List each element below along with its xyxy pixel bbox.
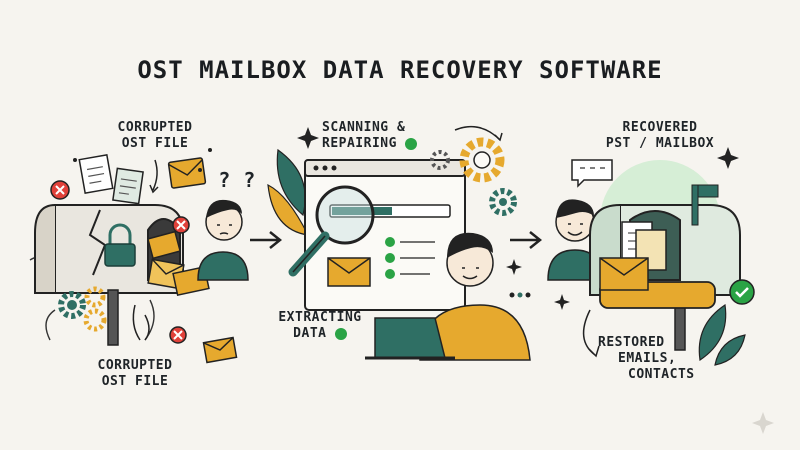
flow-arrow-1: [250, 231, 283, 249]
worker-person: [365, 232, 531, 361]
recovered-scene: [547, 147, 774, 434]
envelope-icon: [599, 257, 649, 291]
chat-bubble-icon: [571, 159, 613, 188]
label-line: REPAIRING: [322, 136, 432, 152]
label-line: EMAILS,: [618, 351, 677, 366]
label-line: RECOVERED: [622, 120, 698, 135]
label-line: EXTRACTING: [278, 310, 362, 325]
label-line: OST FILE: [121, 136, 189, 151]
label-line: DATA: [270, 326, 370, 342]
check-icon: [334, 327, 347, 340]
label-line: CORRUPTED: [97, 358, 173, 373]
check-icon: [729, 279, 755, 305]
label-line: OST FILE: [101, 374, 169, 389]
happy-person: [547, 199, 603, 281]
label-line: RESTORED: [598, 335, 665, 350]
label-line: CORRUPTED: [117, 120, 193, 135]
corrupted-ost-top-label: CORRUPTED OST FILE: [100, 120, 210, 152]
recovered-label: RECOVERED PST / MAILBOX: [590, 120, 730, 152]
corrupted-ost-bottom-label: CORRUPTED OST FILE: [80, 358, 190, 390]
padlock-icon: [104, 223, 136, 267]
label-line: PST / MAILBOX: [605, 136, 715, 151]
extracting-label: EXTRACTING DATA: [270, 310, 370, 342]
label-text: DATA: [293, 326, 327, 341]
question-marks: ? ?: [218, 168, 256, 192]
page-title: OST MAILBOX DATA RECOVERY SOFTWARE: [137, 56, 663, 84]
flow-arrow-2: [510, 231, 543, 249]
corrupted-mailbox-scene: [29, 148, 283, 364]
envelope-icon: [167, 157, 207, 189]
document-icon: [78, 153, 144, 205]
scanning-scene: [267, 125, 543, 361]
label-line: CONTACTS: [628, 367, 695, 382]
check-icon: [405, 137, 418, 150]
gear-icon: [58, 286, 107, 332]
check-icon: [385, 237, 395, 279]
gear-icon: [430, 137, 517, 216]
scanning-label: SCANNING & REPAIRING: [322, 120, 432, 152]
confused-person: [197, 199, 249, 281]
laptop-icon: [374, 317, 446, 359]
label-text: REPAIRING: [322, 136, 397, 151]
magnifier-icon: [288, 185, 375, 277]
restored-label: RESTORED EMAILS, CONTACTS: [598, 335, 708, 383]
label-line: SCANNING &: [322, 120, 406, 135]
error-icon: [50, 180, 190, 344]
